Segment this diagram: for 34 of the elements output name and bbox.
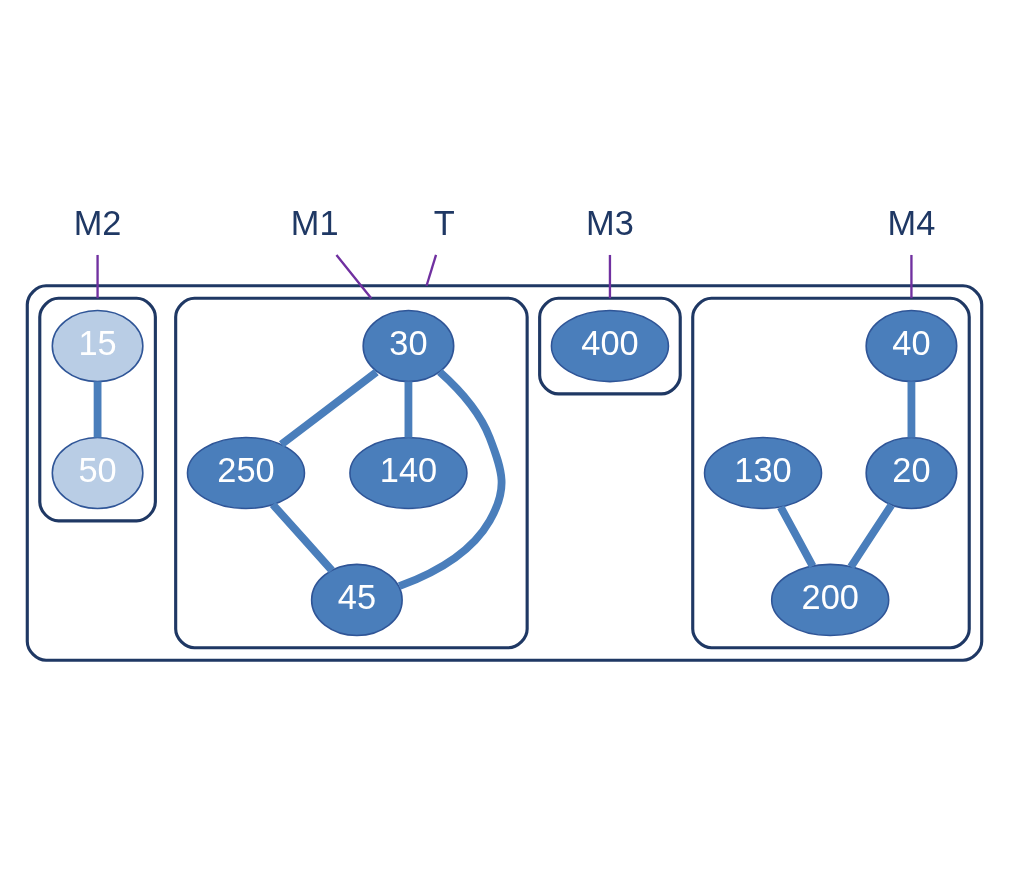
node-ellipse: 250 <box>186 436 306 509</box>
cluster <box>691 296 971 649</box>
connector <box>93 380 102 438</box>
node-text: M4 <box>887 203 936 242</box>
node-ellipse: 50 <box>51 436 144 509</box>
connector <box>425 254 438 286</box>
connector <box>404 380 413 438</box>
connector <box>335 253 373 299</box>
node-ellipse: 130 <box>703 436 823 509</box>
connector <box>397 368 506 590</box>
connector <box>96 254 99 298</box>
cluster <box>38 296 157 522</box>
connector <box>777 504 817 568</box>
node-ellipse: 200 <box>770 563 890 636</box>
node-text: M1 <box>290 203 339 242</box>
connector <box>608 254 612 298</box>
node-text: M3 <box>586 203 634 242</box>
node-ellipse: 40 <box>865 309 958 382</box>
cluster <box>25 283 984 662</box>
cluster <box>174 296 529 649</box>
connector <box>907 380 916 438</box>
cluster <box>538 296 682 395</box>
connector <box>847 502 895 569</box>
node-text: T <box>433 203 455 242</box>
node-ellipse: 140 <box>349 436 468 509</box>
node-text: M2 <box>73 203 122 242</box>
connector <box>269 501 335 573</box>
connector <box>910 254 913 298</box>
node-ellipse: 400 <box>550 309 670 382</box>
node-ellipse: 20 <box>865 436 958 509</box>
node-ellipse: 15 <box>51 309 144 382</box>
connector <box>279 368 379 448</box>
node-ellipse: 30 <box>362 309 455 382</box>
node-ellipse: 45 <box>310 563 403 636</box>
